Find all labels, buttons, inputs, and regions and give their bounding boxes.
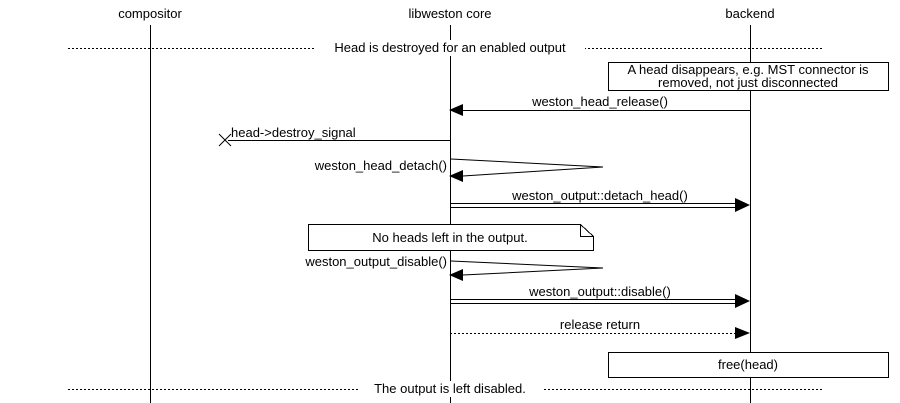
message-label-output-disable-fn: weston_output_disable() <box>304 254 447 269</box>
self-message-head-detach <box>450 158 604 177</box>
note-head-disappears-line1: A head disappears, e.g. MST connector is <box>627 62 869 77</box>
note-folded-corner-icon <box>580 224 594 237</box>
message-label-release-return: release return <box>560 317 640 332</box>
note-free-head-label: free(head) <box>718 357 778 372</box>
actor-label-libweston-core: libweston core <box>408 6 491 21</box>
self-message-output-disable <box>450 260 604 276</box>
note-free-head-box <box>608 352 889 378</box>
arrowhead-right-icon <box>735 327 750 339</box>
arrowhead-left-icon <box>449 269 463 281</box>
divider-bottom-label-bg <box>358 381 543 397</box>
arrowhead-left-icon <box>449 170 463 182</box>
divider-top-label-bg <box>315 40 585 56</box>
arrowhead-right-icon <box>735 294 750 308</box>
message-label-detach-head: weston_output::detach_head() <box>511 188 688 203</box>
arrowhead-left-icon <box>449 104 463 116</box>
divider-bottom-label: The output is left disabled. <box>374 381 526 396</box>
divider-top-label: Head is destroyed for an enabled output <box>334 40 566 55</box>
note-head-disappears-line2: removed, not just disconnected <box>658 75 838 90</box>
message-label-destroy-signal: head->destroy_signal <box>231 125 356 140</box>
note-no-heads-label: No heads left in the output. <box>372 230 527 245</box>
arrowhead-right-icon <box>735 198 750 212</box>
message-label-head-detach: weston_head_detach() <box>314 158 447 173</box>
message-label-output-disable: weston_output::disable() <box>528 284 671 299</box>
actor-label-compositor: compositor <box>118 6 182 21</box>
message-label-head-release: weston_head_release() <box>531 94 668 109</box>
note-head-disappears-box <box>608 62 889 91</box>
lost-message-cross-icon <box>218 133 232 147</box>
note-no-heads-box <box>308 224 594 251</box>
actor-label-backend: backend <box>725 6 774 21</box>
